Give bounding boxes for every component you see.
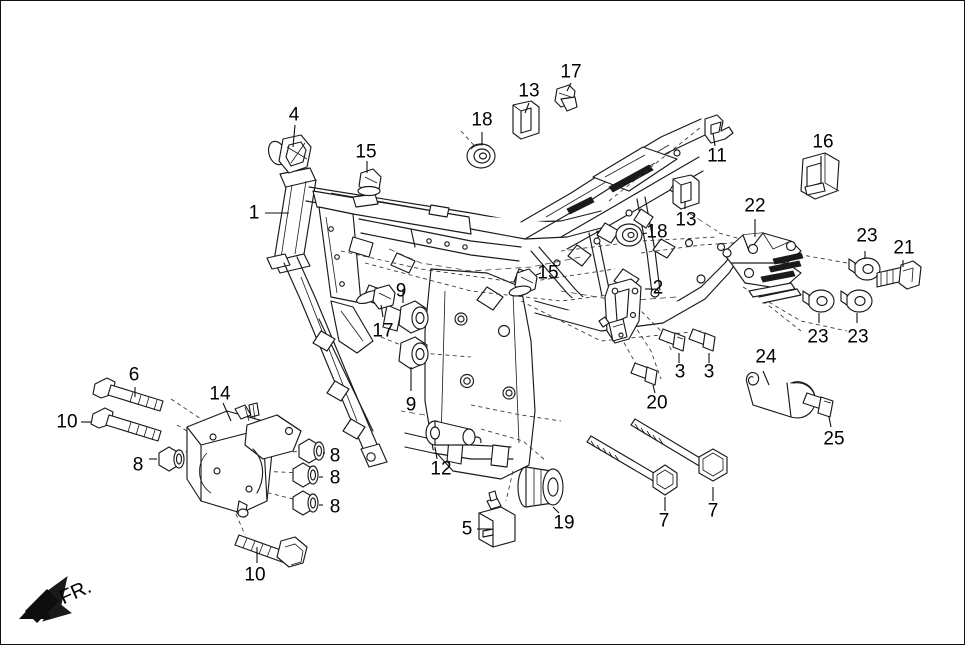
part-22-bracket: [722, 219, 804, 304]
part-6-bolt: [92, 377, 164, 412]
callout-17a: 17: [560, 61, 582, 83]
callout-19: 19: [553, 512, 575, 534]
part-5-sensor: [477, 490, 516, 548]
callout-25: 25: [823, 428, 845, 450]
part-13-cushion-a: [512, 100, 540, 140]
part-10-bolt-b: [234, 534, 308, 568]
part-8-nut-a: [149, 446, 185, 472]
part-7-bolt-a: [586, 435, 678, 511]
callout-8d: 8: [329, 496, 341, 518]
callout-6: 6: [128, 364, 140, 386]
callout-20: 20: [646, 392, 668, 414]
callout-10b: 10: [244, 564, 266, 586]
part-10-bolt-a: [81, 407, 162, 442]
callout-12: 12: [430, 458, 452, 480]
part-8-nut-c: [292, 462, 323, 488]
callout-18a: 18: [471, 109, 493, 131]
part-23-grommet-c: [840, 289, 873, 323]
callout-24: 24: [755, 346, 777, 368]
callout-8b: 8: [329, 445, 341, 467]
part-3-bolt-b: [688, 328, 716, 363]
part-9-bushing-a: [398, 289, 429, 334]
part-23-grommet-b: [802, 289, 835, 323]
callout-7b: 7: [707, 500, 719, 522]
callout-9a: 9: [395, 280, 407, 302]
steering-head: [266, 167, 317, 274]
callout-1: 1: [248, 202, 260, 224]
part-3-bolt-a: [658, 328, 686, 363]
part-11-damper-pin: [704, 114, 734, 147]
part-21-bolt: [876, 260, 922, 290]
part-13-cushion-b: [672, 174, 700, 210]
part-17-clamp-a: [554, 82, 578, 112]
front-direction-arrow: [19, 576, 72, 623]
callout-23b: 23: [807, 326, 829, 348]
callout-4: 4: [288, 104, 300, 126]
part-18-ring-b: [615, 223, 648, 247]
callout-10a: 10: [56, 411, 78, 433]
part-7-bolt-b: [630, 418, 728, 501]
callout-15b: 15: [537, 262, 559, 284]
part-25-bolt: [802, 392, 834, 428]
part-8-nut-d: [292, 490, 323, 516]
callout-15a: 15: [355, 141, 377, 163]
part-12-collar: [425, 420, 476, 460]
callout-21: 21: [893, 237, 915, 259]
part-16-stopper: [800, 152, 840, 200]
callout-13b: 13: [675, 209, 697, 231]
part-2-bracket: [598, 278, 653, 344]
callout-11: 11: [707, 145, 727, 167]
part-4-clip: [267, 124, 312, 174]
callout-3b: 3: [703, 361, 715, 383]
part-9-bushing-b: [398, 336, 429, 391]
callout-17b: 17: [372, 320, 394, 342]
callout-22: 22: [744, 195, 766, 217]
callout-14: 14: [209, 383, 231, 405]
part-20-bolt: [630, 362, 658, 394]
part-19-bushing: [517, 466, 564, 514]
part-17-clamp-b: [356, 284, 396, 318]
callout-9b: 9: [405, 394, 417, 416]
callout-13a: 13: [518, 80, 540, 102]
part-8-nut-b: [298, 438, 325, 464]
callout-7a: 7: [658, 510, 670, 532]
part-23-grommet-a: [848, 251, 881, 281]
callout-8c: 8: [329, 467, 341, 489]
main-frame-group: [266, 118, 746, 480]
callout-3a: 3: [674, 361, 686, 383]
callout-5: 5: [461, 518, 473, 540]
callout-23c: 23: [847, 326, 869, 348]
part-15-grommet-b: [508, 268, 542, 297]
callout-2: 2: [652, 277, 664, 299]
callout-23a: 23: [856, 225, 878, 247]
callout-18b: 18: [646, 221, 668, 243]
part-14-hanger: [186, 402, 302, 518]
callout-8a: 8: [132, 454, 144, 476]
callout-16: 16: [812, 131, 834, 153]
part-18-ring-a: [466, 132, 496, 169]
part-15-grommet-a: [357, 161, 382, 197]
part-24-clamp: [745, 370, 816, 419]
